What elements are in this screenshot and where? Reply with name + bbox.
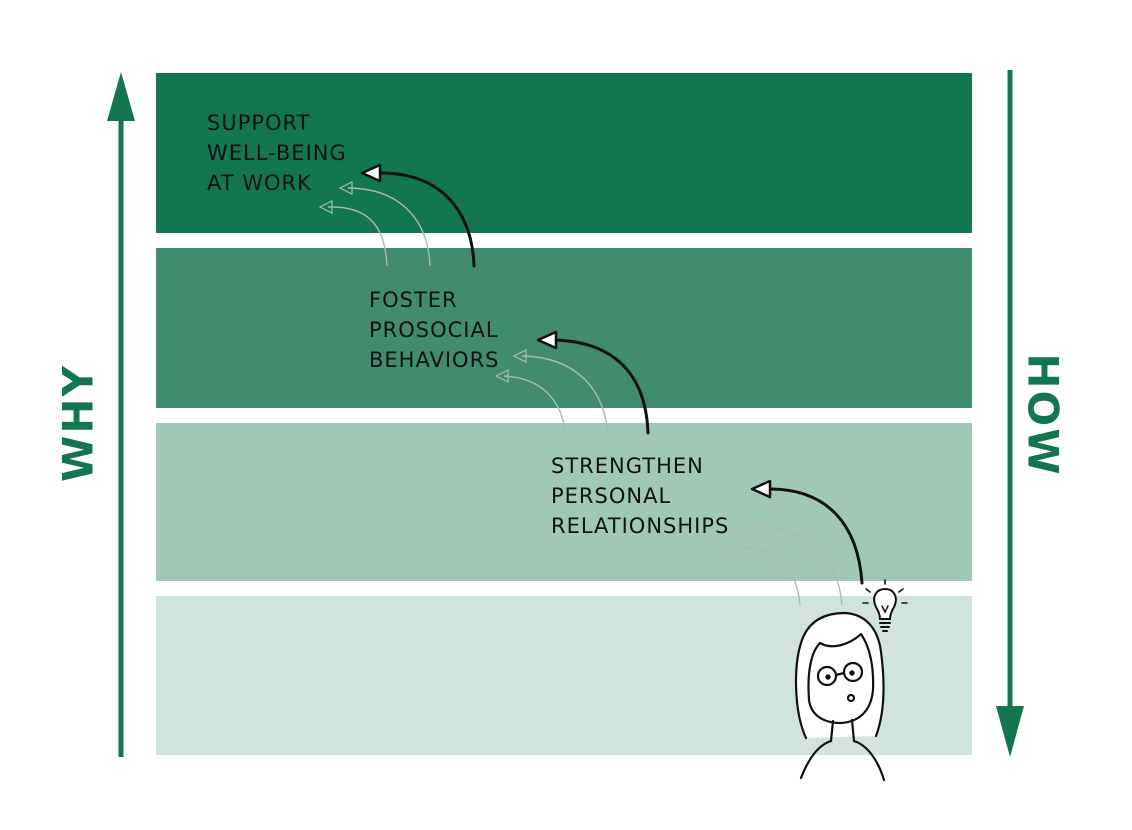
arrow-mid-to-top <box>376 171 476 268</box>
faint-arrow <box>521 355 609 437</box>
arrow-low-to-mid <box>553 338 650 435</box>
label-line: PROSOCIAL <box>369 318 499 342</box>
why-axis-label: WHY <box>53 364 103 482</box>
label-line: AT WORK <box>207 171 312 195</box>
label-line: STRENGTHEN <box>551 454 704 478</box>
faint-arrow <box>739 546 801 606</box>
faint-arrows <box>327 187 843 606</box>
faint-arrow <box>327 206 388 267</box>
band-level-1 <box>156 73 972 233</box>
label-line: SUPPORT <box>207 111 311 135</box>
faint-arrowheads <box>318 181 764 554</box>
faint-arrow <box>347 187 431 267</box>
label-line: RELATIONSHIPS <box>551 514 730 538</box>
why-axis-arrow <box>107 72 135 757</box>
level-label-support-well-being: SUPPORT WELL-BEING AT WORK <box>207 108 347 198</box>
how-axis-label: HOW <box>1018 353 1068 477</box>
person-with-glasses-illustration <box>794 611 886 782</box>
level-label-foster-prosocial-behaviors: FOSTER PROSOCIAL BEHAVIORS <box>369 285 500 375</box>
faint-arrow <box>758 526 843 606</box>
label-line: WELL-BEING <box>207 141 347 165</box>
band-level-3 <box>156 423 972 581</box>
band-level-2 <box>156 248 972 408</box>
lightbulb-icon <box>862 579 908 632</box>
level-label-strengthen-personal-relationships: STRENGTHEN PERSONAL RELATIONSHIPS <box>551 451 729 541</box>
label-line: BEHAVIORS <box>369 348 500 372</box>
main-arrows <box>376 171 864 585</box>
main-arrowheads <box>360 163 772 499</box>
label-line: FOSTER <box>369 288 458 312</box>
how-axis-arrow <box>996 70 1024 757</box>
arrow-person-to-low <box>770 487 864 585</box>
faint-arrow <box>503 375 567 437</box>
label-line: PERSONAL <box>551 484 672 508</box>
